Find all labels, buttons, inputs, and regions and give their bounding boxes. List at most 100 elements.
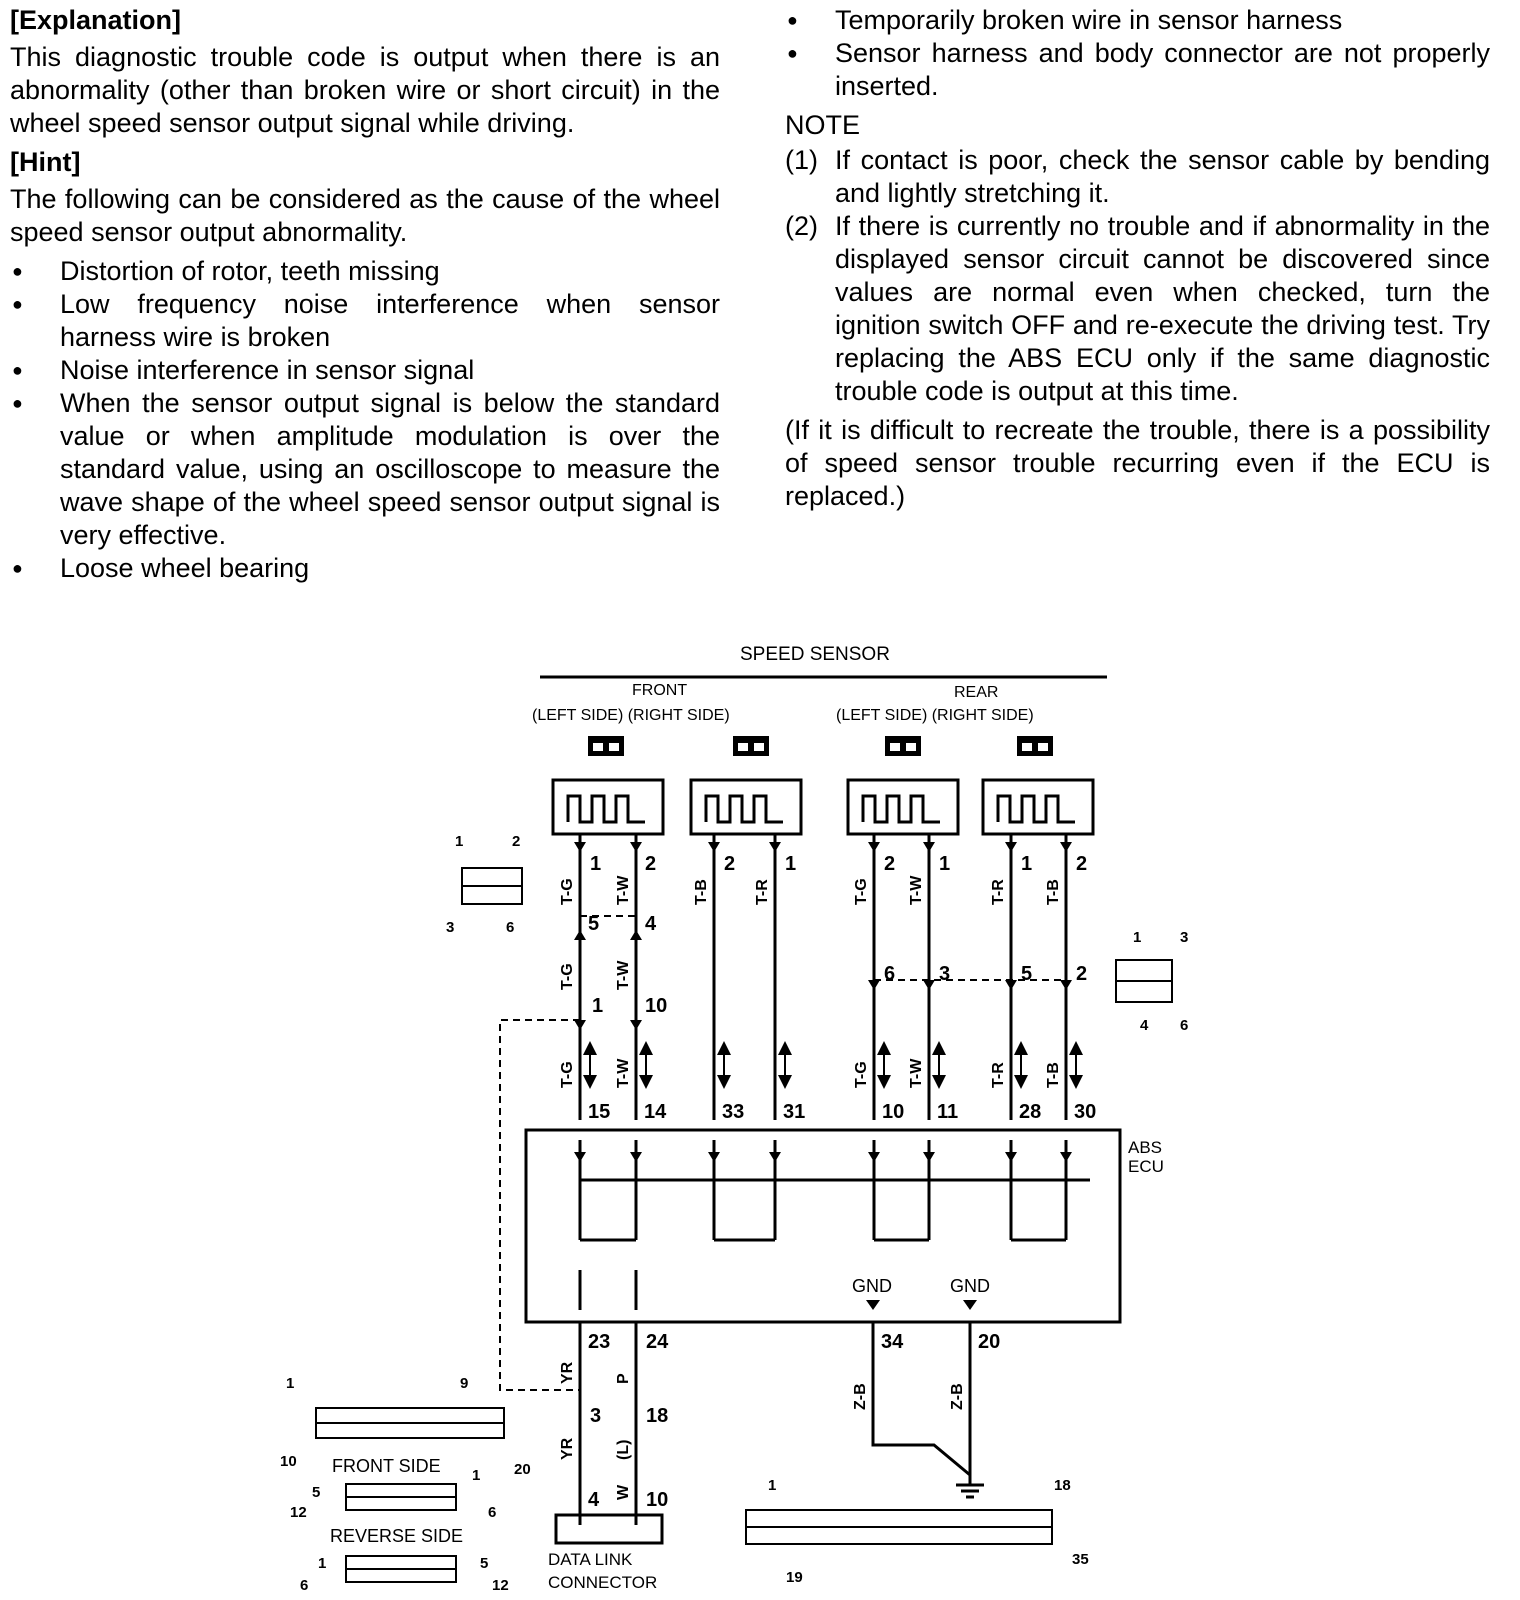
lower-wire-labels: YR P YR (L) W Z-B Z-B [559,1361,966,1500]
pin-number: 30 [1074,1101,1096,1123]
pin-number: 33 [722,1101,744,1123]
front-sides-label: (LEFT SIDE) (RIGHT SIDE) [532,707,730,724]
pin-number: 10 [280,1453,297,1470]
pin-number: 4 [588,1489,600,1511]
data-link-label: DATA LINK [548,1550,633,1569]
wire-label: Z-B [949,1383,966,1410]
note-text: If contact is poor, check the sensor cab… [835,145,1490,208]
pin-number: 1 [592,995,603,1017]
wire-label: T-G [559,963,576,990]
wire-label: T-B [1045,1062,1062,1088]
pin-number: 10 [645,995,667,1017]
wire-label: T-W [615,1058,632,1088]
pin-number: 3 [939,963,950,985]
reverse-side-label: REVERSE SIDE [330,1526,463,1546]
ecu-internal-circuit [578,1140,1090,1310]
wire-label: YR [559,1437,576,1460]
sensor-pin-numbers: 1 2 2 1 2 1 1 2 5 4 1 10 6 3 5 2 [588,853,1087,1017]
right-column: Temporarily broken wire in sensor harnes… [785,4,1490,519]
pin-number: 1 [785,853,796,875]
pin-number: 1 [472,1467,480,1484]
wire-label: T-R [754,879,771,905]
abs-ecu-label: ECU [1128,1157,1164,1176]
note-item: (2) If there is currently no trouble and … [785,210,1490,408]
gnd-arrows [866,1300,977,1310]
pin-number: 3 [590,1405,601,1427]
rear-sides-label: (LEFT SIDE) (RIGHT SIDE) [836,707,1034,724]
sensor-front-left [551,778,665,836]
ecu-ground-symbols [574,1152,1072,1162]
wire-label: P [615,1373,632,1384]
pin-number: 19 [786,1569,803,1586]
note-title: NOTE [785,110,861,140]
wire-labels: T-G T-W T-B T-R T-G T-W T-R T-B T-G T-W … [559,875,1062,1088]
wire-label: W [615,1484,632,1500]
rear-label: REAR [954,684,998,701]
pin-number: 6 [300,1577,308,1594]
wire-label: T-W [615,875,632,905]
pin-number: 4 [645,913,657,935]
pin-number: 35 [1072,1551,1089,1568]
wire-label: T-G [853,1061,870,1088]
hint-heading: [Hint] [10,147,81,177]
pin-number: 1 [286,1375,294,1392]
pin-number: 23 [588,1331,610,1353]
sensor-rear-right [981,778,1095,836]
front-side-label: FRONT SIDE [332,1456,441,1476]
pin-number: 6 [884,963,895,985]
abs-ecu-box [524,1128,1122,1324]
pin-number: 3 [1180,929,1188,946]
sensor-front-right [689,778,803,836]
cause-item: Temporarily broken wire in sensor harnes… [785,4,1490,37]
cause-item: Distortion of rotor, teeth missing [10,255,720,288]
pin-number: 1 [1021,853,1032,875]
pin-number: 6 [506,919,514,936]
pin-number: 18 [646,1405,668,1427]
wire-label: YR [559,1361,576,1384]
pin-number: 10 [882,1101,904,1123]
gnd-label: GND [852,1276,892,1296]
pin-number: 5 [1021,963,1032,985]
pin-number: 12 [492,1577,509,1594]
wire-label: T-R [990,1062,1007,1088]
data-link-connector [554,1513,664,1545]
pin-number: 1 [768,1477,776,1494]
cause-item: When the sensor output signal is below t… [10,387,720,552]
wire-label: T-R [990,879,1007,905]
pin-number: 2 [884,853,895,875]
pin-number: 20 [514,1461,531,1478]
note-number: (2) [785,211,818,241]
pin-number: 5 [588,913,599,935]
front-label: FRONT [632,682,687,699]
pin-number: 2 [512,833,520,850]
pin-number: 1 [1133,929,1141,946]
closing-note: (If it is difficult to recreate the trou… [785,415,1490,511]
connector-shape-icon [315,867,1173,1583]
wire-label: (L) [615,1440,632,1460]
double-arrows [583,1041,1083,1089]
pin-number: 28 [1019,1101,1041,1123]
gnd-label: GND [950,1276,990,1296]
note-text: If there is currently no trouble and if … [835,211,1490,406]
cause-item: Low frequency noise interference when se… [10,288,720,354]
pin-number: 5 [312,1484,320,1501]
pin-number: 24 [646,1331,669,1353]
pin-number: 9 [460,1375,468,1392]
wire-label: T-B [693,879,710,905]
pin-number: 18 [1054,1477,1071,1494]
explanation-text: This diagnostic trouble code is output w… [10,42,720,138]
wire-label: T-W [615,960,632,990]
cause-item: Noise interference in sensor signal [10,354,720,387]
pin-number: 3 [446,919,454,936]
pin-number: 12 [290,1504,307,1521]
pin-number: 10 [646,1489,668,1511]
pin-number: 1 [455,833,463,850]
wire-label: T-B [1045,879,1062,905]
pin-number: 5 [480,1555,488,1572]
wire-label: T-G [559,878,576,905]
connector-pin-labels: 1 2 3 6 1 3 4 6 1 9 10 20 5 1 12 6 1 5 6… [280,833,1188,1594]
pin-number: 2 [1076,963,1087,985]
pin-number: 1 [939,853,950,875]
hint-intro: The following can be considered as the c… [10,184,720,247]
